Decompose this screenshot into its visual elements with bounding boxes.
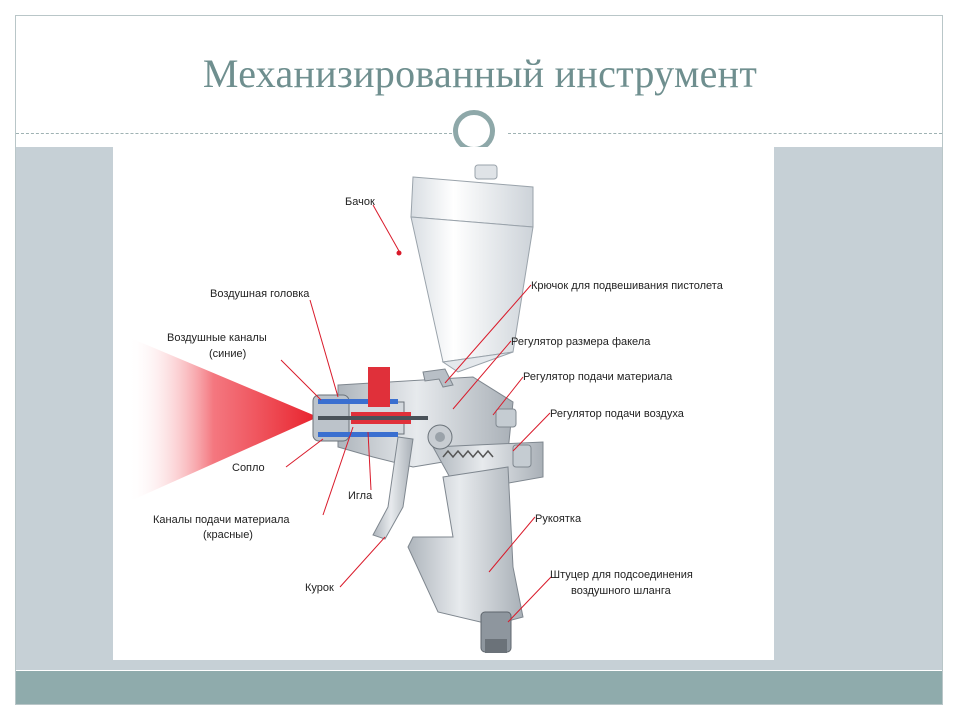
- label-fitting: Штуцер для подсоединения: [550, 569, 693, 581]
- air-channel-bottom: [318, 432, 398, 437]
- leader-handle: [488, 516, 536, 573]
- label-material-channels-note: (красные): [203, 529, 253, 541]
- leader-tank: [372, 204, 400, 252]
- slide-title: Механизированный инструмент: [202, 51, 758, 96]
- needle: [318, 416, 428, 420]
- spring: [442, 449, 494, 459]
- leader-air-head: [309, 299, 339, 398]
- leader-fitting: [507, 576, 552, 623]
- title-divider-left: [16, 133, 452, 134]
- label-air-regulator: Регулятор подачи воздуха: [550, 408, 685, 420]
- leader-lines: [280, 204, 552, 623]
- leader-nozzle: [285, 438, 324, 468]
- label-nozzle: Сопло: [232, 462, 265, 474]
- label-fitting-note: воздушного шланга: [571, 585, 672, 597]
- spray-cone: [128, 337, 318, 502]
- label-trigger: Курок: [305, 582, 334, 594]
- paint-cup: [396, 164, 534, 373]
- label-air-channels: Воздушные каналы: [167, 332, 267, 344]
- leader-material-channels: [322, 426, 354, 516]
- label-needle: Игла: [348, 490, 373, 502]
- label-tank: Бачок: [345, 196, 375, 208]
- diagram-panel: Бачок Крючок для подвешивания пистолета …: [113, 147, 774, 660]
- label-material-regulator: Регулятор подачи материала: [523, 371, 673, 383]
- leader-air-regulator: [512, 412, 551, 452]
- label-material-channels: Каналы подачи материала: [153, 514, 290, 526]
- title-divider-right: [508, 133, 942, 134]
- leader-material-regulator: [492, 376, 524, 416]
- leader-needle: [367, 431, 372, 491]
- material-inlet: [368, 367, 390, 407]
- label-air-head: Воздушная головка: [210, 288, 310, 300]
- label-hook: Крючок для подвешивания пистолета: [531, 280, 724, 292]
- divider-ring-icon: [453, 110, 495, 152]
- label-fan-regulator: Регулятор размера факела: [511, 336, 651, 348]
- leader-hook: [444, 284, 532, 384]
- leader-air-channels: [280, 359, 322, 401]
- label-handle: Рукоятка: [535, 513, 582, 525]
- air-channel-top: [318, 399, 398, 404]
- spray-gun-diagram: Бачок Крючок для подвешивания пистолета …: [128, 164, 724, 653]
- slide-frame: [15, 15, 943, 705]
- footer-band: [16, 671, 942, 704]
- leader-fan-regulator: [452, 340, 512, 410]
- air-head: [312, 367, 494, 459]
- leader-trigger: [339, 536, 386, 588]
- label-air-channels-note: (синие): [209, 348, 246, 360]
